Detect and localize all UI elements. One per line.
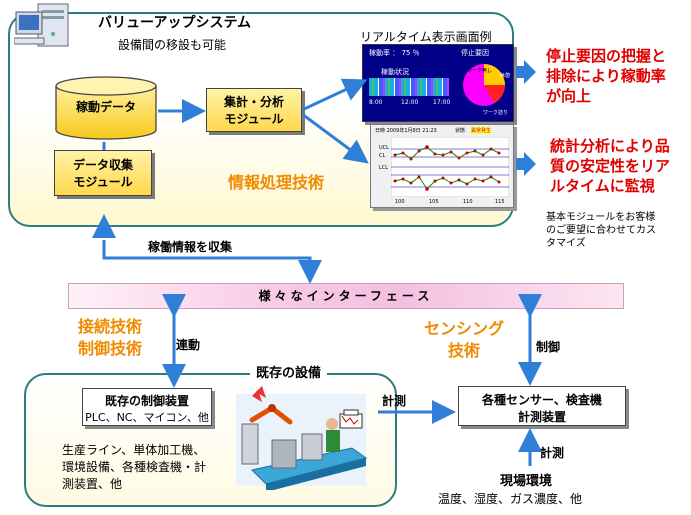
connect-tech-label: 接続技術 制御技術 bbox=[78, 316, 142, 360]
equipment-line1: 生産ライン、単体加工機、 bbox=[62, 443, 206, 457]
analysis-line1: 集計・分析 bbox=[223, 95, 284, 109]
chart-x4: 115 bbox=[495, 199, 505, 205]
factory-illustration bbox=[236, 386, 368, 490]
system-title: バリューアップシステム bbox=[98, 15, 252, 31]
interface-bar: 様々なインターフェース bbox=[68, 283, 624, 309]
chart-cl: CL bbox=[379, 153, 386, 159]
benefit-quality: 統計分析により品 質の安定性をリア ルタイムに監視 bbox=[550, 136, 670, 196]
controller-title: 既存の制御装置 bbox=[104, 394, 189, 408]
existing-controller-box: 既存の制御装置 PLC、NC、マイコン、他 bbox=[82, 388, 212, 426]
realtime-screen: 稼動率 ： 75 ％ 停止要因 稼動状況 8:00 12:00 17:00 ワー… bbox=[362, 44, 514, 122]
chart-status: 異常発生 bbox=[471, 127, 492, 134]
existing-equipment-title: 既存の設備 bbox=[250, 362, 328, 381]
measure-label-2: 計測 bbox=[540, 446, 565, 460]
screen-stop: 停止要因 bbox=[461, 49, 489, 57]
benefit2-line2: 質の安定性をリア bbox=[550, 157, 671, 175]
data-collection-module: データ収集 モジュール bbox=[54, 150, 152, 196]
sensing-tech-label: センシング 技術 bbox=[412, 318, 516, 362]
sensing-tech-line1: センシング bbox=[423, 319, 504, 338]
note-line1: 基本モジュールをお客様 bbox=[546, 212, 656, 223]
stop-pie-chart bbox=[463, 64, 505, 106]
control-label: 制御 bbox=[536, 340, 561, 354]
chart-ucl: UCL bbox=[379, 145, 389, 151]
benefit-uptime: 停止要因の把握と 排除により稼動率 が向上 bbox=[546, 46, 666, 106]
screen-t3: 17:00 bbox=[433, 99, 451, 106]
sensor-line2: 計測装置 bbox=[517, 410, 566, 424]
control-chart-plot bbox=[391, 137, 509, 197]
analysis-module: 集計・分析 モジュール bbox=[206, 88, 302, 132]
computer-icon bbox=[14, 3, 69, 47]
chart-x1: 100 bbox=[395, 199, 405, 205]
collector-line2: モジュール bbox=[73, 175, 133, 189]
measure-label-1: 計測 bbox=[382, 394, 407, 408]
connect-tech-line1: 接続技術 bbox=[78, 317, 143, 336]
control-chart-screen: 日時 2009年1月8日 21:23 状態 異常発生 UCL CL LCL 10… bbox=[370, 124, 514, 208]
pie-label-1: ワーク無し bbox=[467, 68, 493, 74]
analysis-line2: モジュール bbox=[224, 112, 284, 126]
benefit-arrow-1 bbox=[516, 60, 536, 84]
chart-header2: 状態 bbox=[455, 128, 466, 134]
chart-header: 日時 2009年1月8日 21:23 bbox=[375, 128, 437, 134]
equipment-line3: 測装置、他 bbox=[62, 477, 123, 491]
link-label: 連動 bbox=[176, 338, 201, 352]
benefit1-line2: 排除により稼動率 bbox=[546, 67, 666, 85]
pie-label-3: ワーク詰り bbox=[483, 110, 509, 116]
sensor-line1: 各種センサー、検査機 bbox=[482, 393, 602, 407]
pie-label-2: 休憩 bbox=[500, 73, 511, 79]
benefit1-line3: が向上 bbox=[546, 87, 592, 105]
controller-sub: PLC、NC、マイコン、他 bbox=[85, 411, 209, 424]
equipment-line2: 環境設備、各種検査機・計 bbox=[62, 460, 207, 474]
collect-label: 稼働情報を収集 bbox=[148, 240, 233, 254]
screen-t1: 8:00 bbox=[369, 99, 383, 106]
screen-rate: 稼動率 ： 75 ％ bbox=[369, 49, 420, 57]
collector-line1: データ収集 bbox=[72, 158, 133, 172]
benefit2-line3: ルタイムに監視 bbox=[550, 177, 655, 195]
system-subtitle: 設備間の移設も可能 bbox=[118, 38, 227, 52]
note-line2: のご要望に合わせてカス bbox=[546, 225, 656, 236]
field-environment-sub: 温度、湿度、ガス濃度、他 bbox=[438, 492, 583, 506]
customize-note: 基本モジュールをお客様 のご要望に合わせてカス タマイズ bbox=[546, 211, 656, 250]
benefit2-line1: 統計分析により品 bbox=[550, 137, 670, 155]
equipment-list: 生産ライン、単体加工機、 環境設備、各種検査機・計 測装置、他 bbox=[62, 442, 206, 493]
database-label: 稼動データ bbox=[75, 100, 136, 114]
realtime-caption: リアルタイム表示画面例 bbox=[360, 30, 492, 44]
field-environment-title: 現場環境 bbox=[500, 474, 553, 489]
note-line3: タマイズ bbox=[546, 238, 586, 249]
benefit1-line1: 停止要因の把握と bbox=[546, 47, 667, 65]
chart-lcl: LCL bbox=[379, 165, 389, 171]
status-bar bbox=[369, 78, 449, 96]
chart-x2: 105 bbox=[429, 199, 439, 205]
database-icon bbox=[55, 76, 157, 140]
screen-status: 稼動状況 bbox=[381, 68, 409, 76]
sensor-box: 各種センサー、検査機 計測装置 bbox=[458, 386, 626, 426]
sensing-tech-line2: 技術 bbox=[447, 341, 480, 360]
screen-t2: 12:00 bbox=[401, 99, 419, 106]
connect-tech-line2: 制御技術 bbox=[78, 339, 143, 358]
info-processing-label: 情報処理技術 bbox=[228, 173, 325, 192]
benefit-arrow-2 bbox=[516, 152, 536, 176]
chart-x3: 110 bbox=[463, 199, 473, 205]
